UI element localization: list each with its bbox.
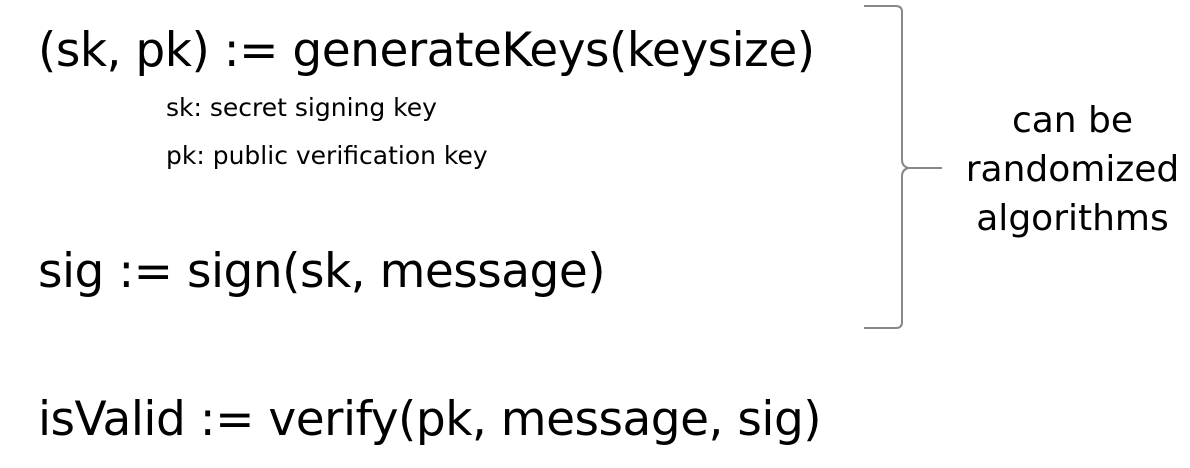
- sk-description: sk: secret signing key: [166, 93, 437, 122]
- generate-keys-statement: (sk, pk) := generateKeys(keysize): [38, 23, 815, 78]
- curly-brace: [864, 5, 942, 329]
- brace-label-line-2: randomized: [965, 149, 1180, 190]
- brace-label: can be randomized algorithms: [955, 96, 1190, 243]
- brace-label-line-1: can be: [1011, 100, 1134, 141]
- brace-label-line-3: algorithms: [976, 198, 1169, 239]
- sign-statement: sig := sign(sk, message): [38, 244, 606, 299]
- pk-description: pk: public verification key: [166, 141, 488, 170]
- curly-brace-path: [864, 5, 942, 329]
- verify-statement: isValid := verify(pk, message, sig): [38, 392, 822, 447]
